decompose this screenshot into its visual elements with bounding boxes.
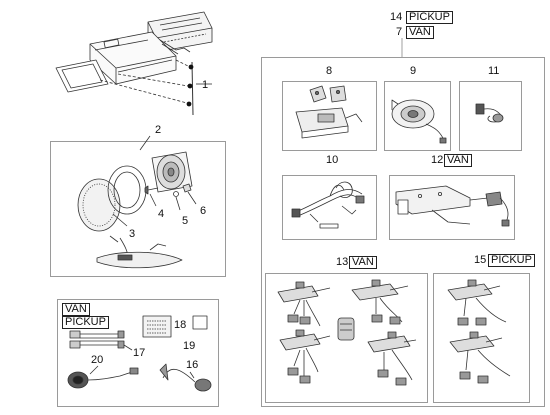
part-number-8: 8 [326, 65, 333, 77]
part-number-18: 18 [174, 319, 187, 331]
part-number-13: 13 [336, 256, 349, 268]
accessory-kit-drawing [67, 315, 212, 392]
part-8-control-unit-drawing [295, 85, 363, 139]
part-number-15: 15 [474, 254, 487, 266]
part-12-bracket-drawing [395, 185, 510, 227]
part-15-actuators-drawing [447, 279, 511, 384]
part-number-20: 20 [91, 354, 104, 366]
part-number-7: 7 [396, 26, 403, 38]
part-11-sensor-drawing [475, 103, 504, 123]
speaker-parts-drawing [77, 135, 197, 269]
part-number-16: 16 [186, 359, 199, 371]
part-number-1: 1 [202, 79, 209, 91]
part-13-actuators-drawing [277, 279, 417, 386]
van-tag-12: VAN [444, 154, 472, 167]
part-number-10: 10 [326, 154, 339, 166]
van-tag-13: VAN [349, 256, 377, 269]
part-number-11: 11 [488, 65, 500, 77]
part-11-box [459, 81, 522, 151]
pickup-tag-14: PICKUP [406, 11, 453, 24]
radio-unit-drawing [55, 11, 213, 116]
part-10-box [282, 175, 377, 240]
part-number-4: 4 [158, 208, 165, 220]
part-number-12: 12 [431, 154, 444, 166]
part-number-3: 3 [129, 228, 136, 240]
part-number-9: 9 [410, 65, 417, 77]
part-number-17: 17 [133, 347, 146, 359]
part-number-19: 19 [183, 340, 196, 352]
part-number-2: 2 [155, 124, 162, 136]
part-10-wiring-loom-drawing [291, 181, 365, 229]
kit-pickup-tag: PICKUP [62, 316, 109, 329]
part-number-14: 14 [390, 11, 403, 23]
pickup-tag-15: PICKUP [488, 254, 535, 267]
part-9-siren-drawing [391, 99, 447, 144]
kit-van-tag: VAN [62, 303, 90, 316]
part-number-5: 5 [182, 215, 189, 227]
part-number-6: 6 [200, 205, 207, 217]
van-tag-7: VAN [406, 26, 434, 39]
